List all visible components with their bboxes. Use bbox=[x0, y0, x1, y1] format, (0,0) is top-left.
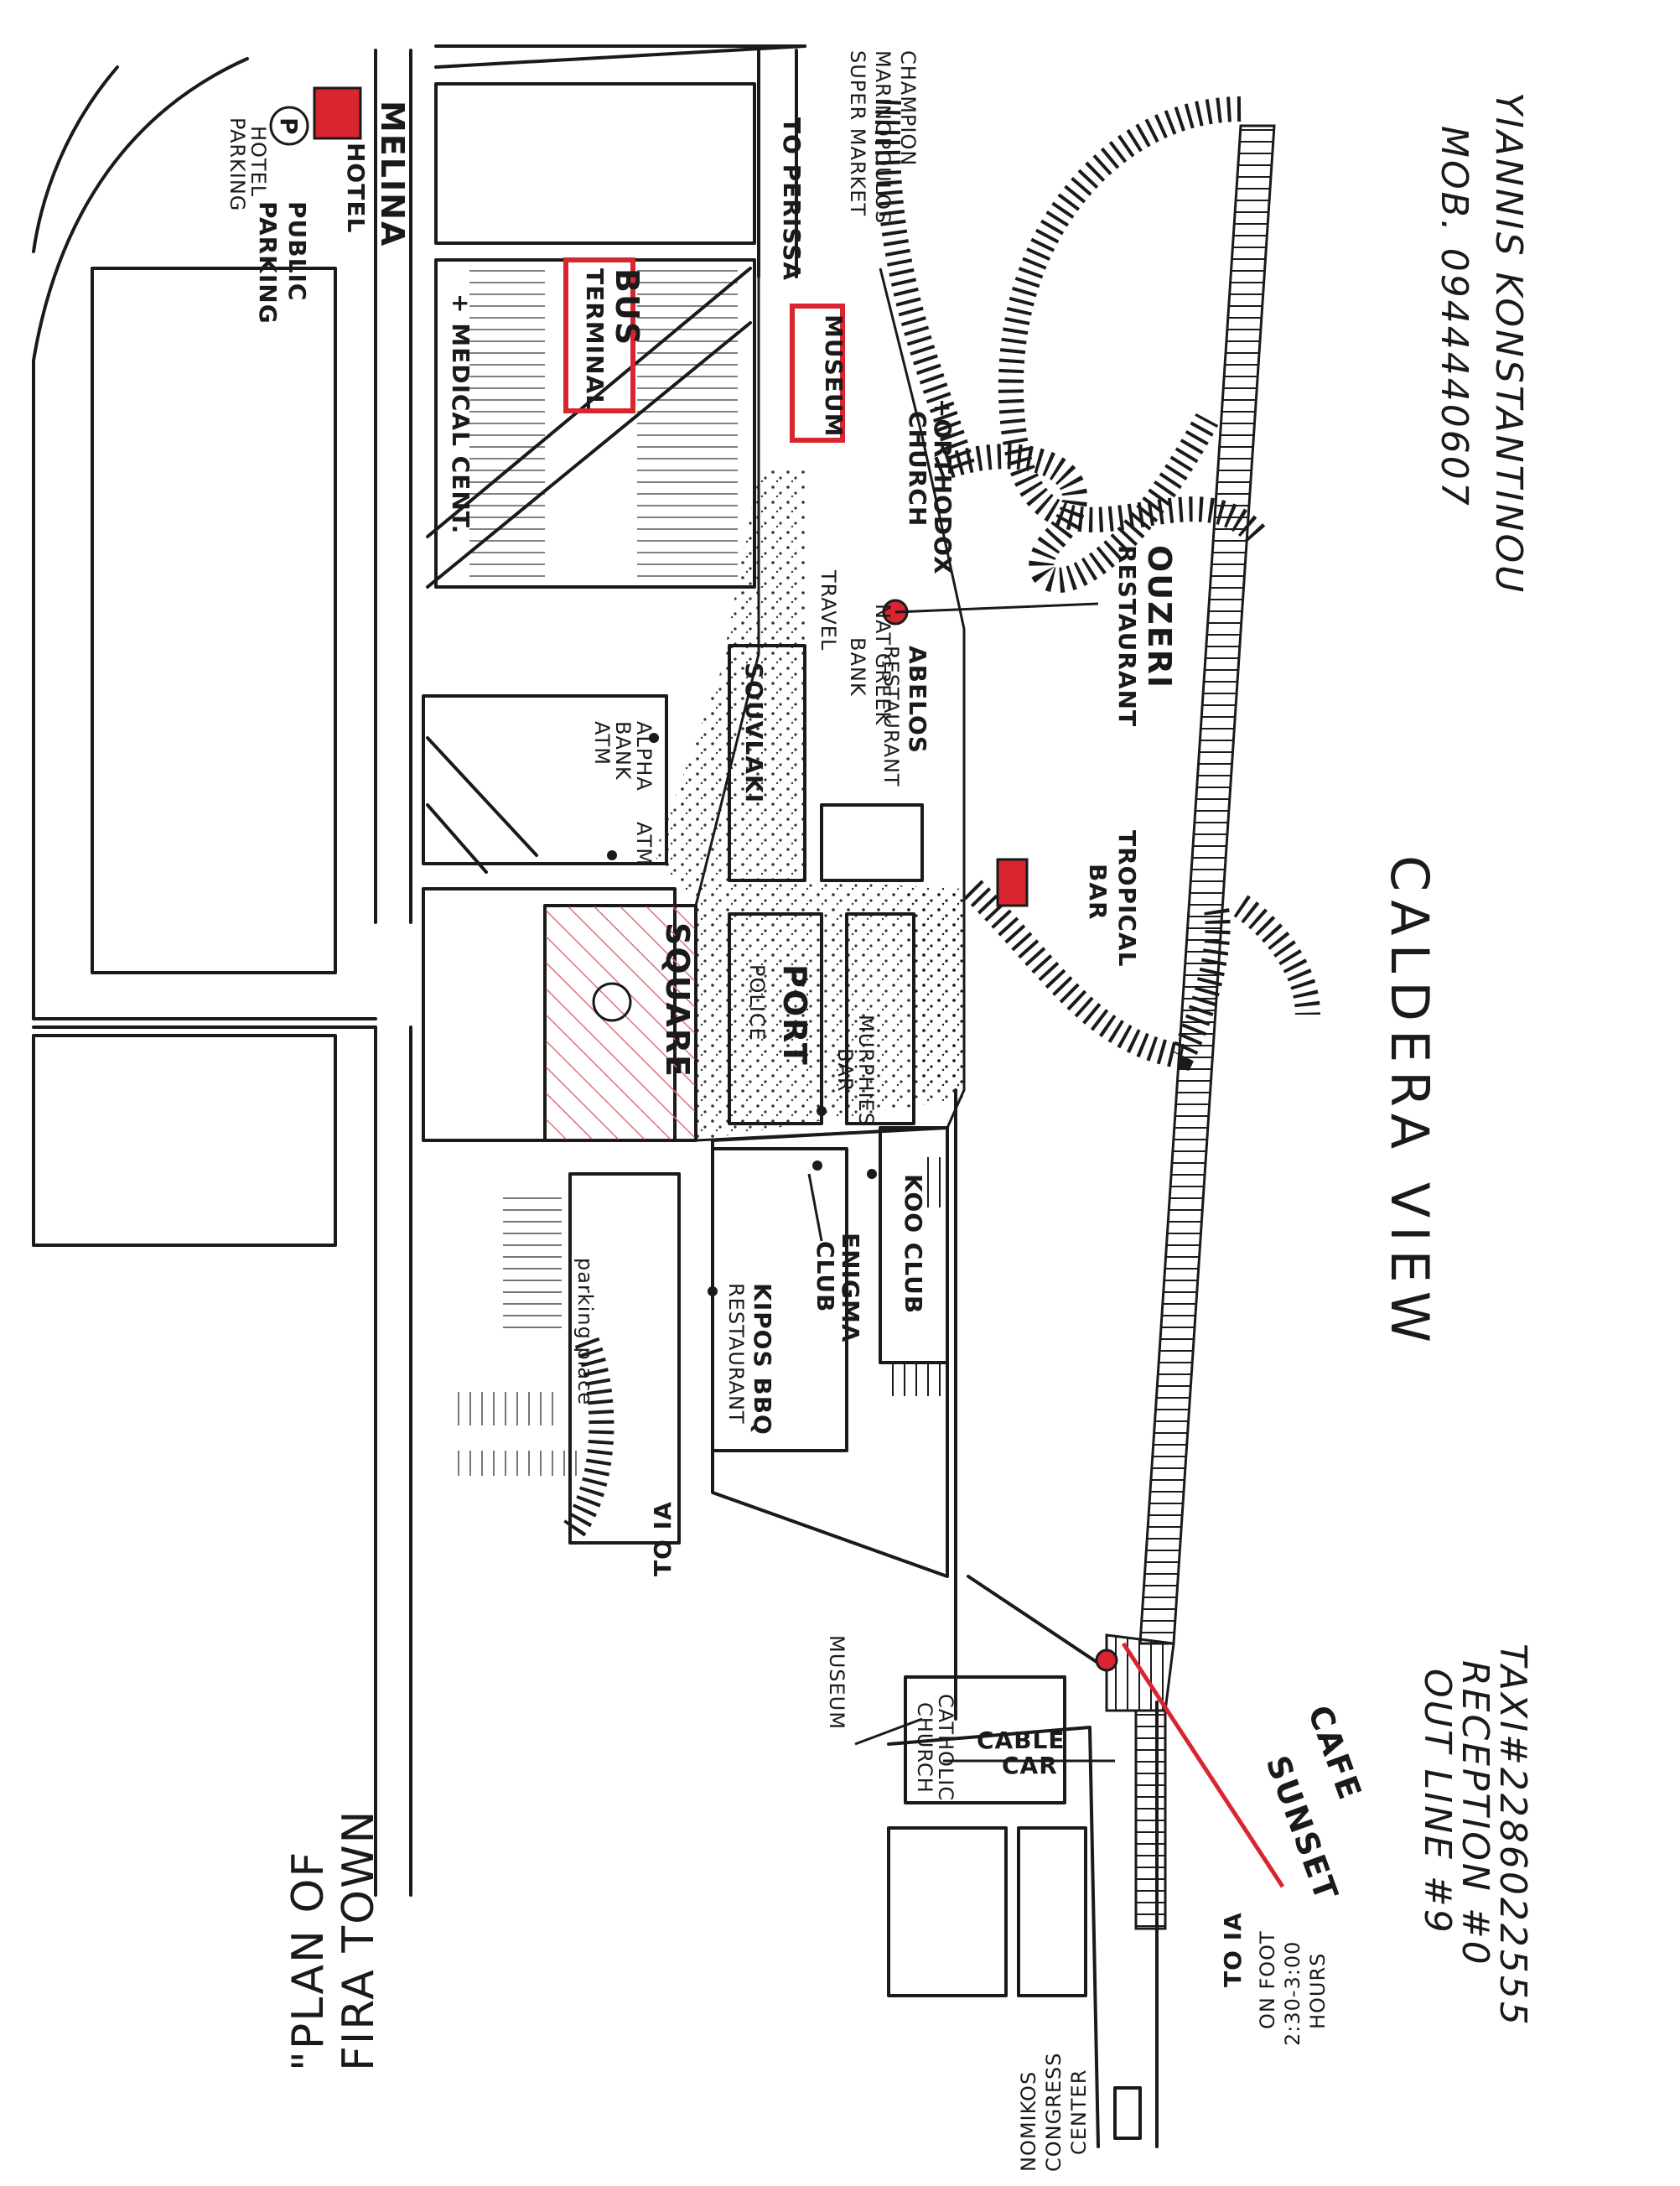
svg-text:NAT GREEK: NAT GREEK bbox=[871, 604, 894, 725]
svg-text:CENTER: CENTER bbox=[1067, 2069, 1091, 2155]
svg-text:+ORTHODOX: +ORTHODOX bbox=[929, 398, 957, 575]
svg-text:ATM: ATM bbox=[632, 822, 656, 866]
taxi-reception: RECEPTION #0 bbox=[1454, 1660, 1496, 1967]
svg-text:TERMINAL: TERMINAL bbox=[581, 268, 609, 410]
svg-text:BAR: BAR bbox=[833, 1048, 857, 1093]
title-line-1: "PLAN OF bbox=[283, 1851, 334, 2071]
bus-terminal-box[interactable] bbox=[563, 257, 635, 413]
svg-text:BAR: BAR bbox=[1084, 864, 1112, 921]
parking-symbol: P bbox=[275, 117, 303, 136]
svg-text:PARKING: PARKING bbox=[254, 201, 282, 325]
svg-text:MARINOPOULOS: MARINOPOULOS bbox=[871, 50, 894, 224]
tropical-bar-marker[interactable] bbox=[996, 858, 1029, 907]
svg-text:HOTEL: HOTEL bbox=[342, 143, 370, 233]
svg-text:TRAVEL: TRAVEL bbox=[817, 569, 840, 651]
contact-note: YIANNIS KONSTANTINOU MOB. 0944440607 bbox=[1433, 92, 1530, 595]
bus-terminal-label: BUS bbox=[609, 268, 646, 346]
svg-text:CATHOLIC: CATHOLIC bbox=[934, 1694, 957, 1801]
contact-name: YIANNIS KONSTANTINOU bbox=[1487, 92, 1530, 595]
abelos-label: ABELOS bbox=[904, 646, 931, 754]
svg-text:SUPER MARKET: SUPER MARKET bbox=[846, 50, 869, 216]
cable-car-marker[interactable] bbox=[1095, 1649, 1118, 1672]
taxi-outline: OUT LINE #9 bbox=[1416, 1669, 1459, 1935]
svg-text:CLUB: CLUB bbox=[811, 1241, 839, 1312]
medical-center-label: + MEDICAL CENT. bbox=[447, 293, 474, 534]
svg-text:PARKING: PARKING bbox=[226, 117, 249, 211]
souvlaki-label: SOUVLAKI bbox=[740, 662, 768, 803]
museum-bottom-label: MUSEUM bbox=[825, 1635, 848, 1730]
map-title: "PLAN OF FIRA TOWN bbox=[283, 1810, 384, 2071]
koo-club-label: KOO CLUB bbox=[900, 1174, 927, 1314]
to-ia-foot-label: TO IA bbox=[1219, 1912, 1247, 1987]
museum-top-box[interactable] bbox=[790, 304, 845, 443]
contact-mobile: MOB. 0944440607 bbox=[1433, 126, 1475, 508]
cafe-sunset-pointer bbox=[1121, 1642, 1285, 1888]
svg-text:RESTAURANT: RESTAURANT bbox=[724, 1283, 748, 1425]
nomikos-label: NOMIKOS bbox=[1017, 2071, 1040, 2172]
pedestrian-zone bbox=[654, 470, 964, 1140]
tropical-bar-label: TROPICAL bbox=[1113, 830, 1141, 967]
to-perissa-label: TO PERISSA bbox=[778, 117, 806, 281]
title-line-2: FIRA TOWN bbox=[334, 1810, 384, 2071]
pedestrian-zone-east bbox=[905, 889, 964, 1090]
cable-car-label: CABLE bbox=[977, 1726, 1066, 1754]
taxi-number: TAXI#2286022555 bbox=[1491, 1643, 1534, 2028]
svg-text:HOTEL: HOTEL bbox=[246, 126, 270, 197]
svg-text:BANK: BANK bbox=[846, 637, 869, 697]
caldera-view-label: CALDERA VIEW bbox=[1379, 855, 1440, 1351]
svg-text:BANK: BANK bbox=[611, 721, 635, 781]
cafe-sunset-label: CAFE bbox=[1301, 1701, 1369, 1805]
svg-text:POLICE: POLICE bbox=[745, 964, 769, 1041]
svg-text:CAR: CAR bbox=[1002, 1752, 1058, 1779]
enigma-club-label: ENIGMA bbox=[837, 1233, 864, 1343]
taxi-note: TAXI#2286022555 RECEPTION #0 OUT LINE #9 bbox=[1416, 1643, 1534, 2028]
svg-text:RESTAURANT: RESTAURANT bbox=[879, 646, 903, 787]
svg-text:CHAMPION: CHAMPION bbox=[896, 50, 920, 166]
svg-text:PUBLIC: PUBLIC bbox=[283, 201, 311, 301]
square-label: SQUARE bbox=[659, 922, 696, 1078]
port-police-label: PORT bbox=[776, 964, 813, 1067]
svg-text:ATM: ATM bbox=[590, 721, 614, 766]
svg-text:CONGRESS: CONGRESS bbox=[1042, 2052, 1066, 2172]
svg-text:RESTAURANT: RESTAURANT bbox=[1113, 545, 1141, 727]
melina-hotel-marker[interactable] bbox=[313, 86, 362, 140]
svg-text:CHURCH: CHURCH bbox=[913, 1702, 936, 1794]
ouzeri-label: OUZERI bbox=[1141, 545, 1178, 689]
place-dots bbox=[269, 106, 877, 1296]
pointer-lines bbox=[807, 602, 1115, 1763]
svg-text:MURPHIES: MURPHIES bbox=[854, 1015, 878, 1126]
svg-text:CHURCH: CHURCH bbox=[904, 411, 931, 527]
melina-hotel-label: MELINA bbox=[374, 101, 411, 247]
to-ia-road-label: TO IA bbox=[649, 1501, 677, 1576]
svg-text:2:30-3:00: 2:30-3:00 bbox=[1281, 1941, 1304, 2046]
museum-top-label: MUSEUM bbox=[820, 314, 848, 438]
square[interactable] bbox=[543, 904, 697, 1142]
svg-text:ON FOOT: ON FOOT bbox=[1256, 1930, 1279, 2029]
parking-place-label: parking place bbox=[573, 1258, 597, 1405]
kipos-label: KIPOS BBQ bbox=[749, 1283, 776, 1436]
svg-text:ALPHA: ALPHA bbox=[632, 721, 656, 792]
svg-text:HOURS: HOURS bbox=[1306, 1953, 1330, 2029]
